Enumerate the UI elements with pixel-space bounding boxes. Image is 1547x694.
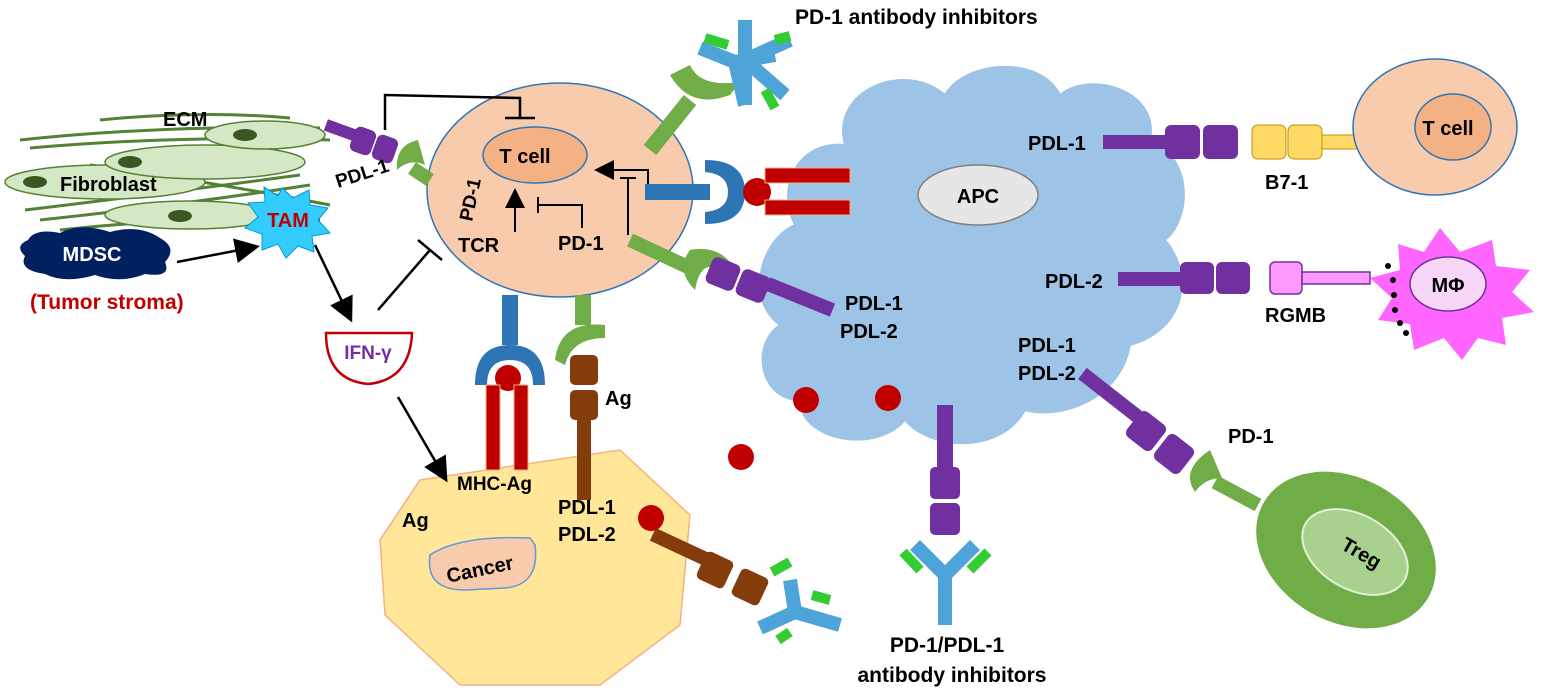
apc-nucleus [917, 164, 1039, 226]
ifn-inhibits-tcell [377, 239, 443, 311]
mdsc-cell: MDSC [20, 227, 171, 280]
tcr-receptor-cancer-side [475, 295, 545, 385]
tam-cell: TAM [244, 186, 331, 259]
cancer-cell: Cancer Ag [379, 449, 691, 686]
pdl2-mid-label: PDL-2 [840, 321, 898, 343]
pdl1-lower-label: PDL-1 [1018, 335, 1076, 357]
antigen-apc [743, 178, 771, 206]
rgmb-receptor: RGMB [1265, 261, 1371, 327]
cancer-pdl-ligand [649, 527, 769, 606]
apc-pdl2-right: PDL-2 [1045, 262, 1250, 294]
antigen-free-2 [728, 444, 754, 470]
mdsc-blob [20, 227, 171, 280]
pdl1-antibody-cancer [757, 557, 842, 645]
ifn-label: IFN-γ [344, 343, 392, 364]
tcell-center-label: T cell [499, 146, 550, 168]
rgmb-label: RGMB [1265, 305, 1326, 327]
pd1-inhibits-tcr [537, 197, 583, 228]
b71-receptor: B7-1 [1251, 124, 1363, 194]
right-tcell-nucleus [1414, 93, 1492, 161]
ifn-shape [324, 331, 414, 386]
pd1-treg-receptor [1190, 450, 1262, 512]
tam-label: TAM [267, 210, 309, 232]
pd1-receptor-left [396, 140, 434, 186]
mhc-apc [743, 167, 851, 216]
pd1-treg-label: PD-1 [1228, 426, 1274, 448]
macrophage: MΦ [1370, 228, 1534, 360]
fibroblast-nucleus-4 [168, 210, 192, 222]
tumor-stroma-label: (Tumor stroma) [30, 291, 184, 314]
tcell-nucleus [482, 126, 588, 184]
central-tcell: T cell TCR PD-1 PD-1 [426, 82, 694, 298]
apc-pdl1-right: PDL-1 [1028, 125, 1238, 159]
pdl1-mid-label: PDL-1 [845, 293, 903, 315]
cancer-octagon [379, 449, 691, 686]
macrophage-nucleus [1409, 256, 1487, 312]
fibroblast-nucleus-1 [23, 176, 47, 188]
fibroblast-nucleus-3 [233, 129, 257, 141]
apc-cloud [759, 65, 1185, 445]
pd1-antibody-inhibitors-label: PD-1 antibody inhibitors [795, 6, 1038, 29]
antigen-free-3 [793, 387, 819, 413]
pd1-mid-inhibits [620, 177, 636, 235]
mdsc-to-tam-arrow [176, 238, 260, 264]
ifn-to-cancer-arrow [396, 396, 448, 483]
ecm-label: ECM [163, 109, 207, 131]
right-tcell: T cell [1352, 58, 1518, 196]
tcr-receptor-apc-side [645, 160, 745, 224]
pdl2-lower-label: PDL-2 [1018, 363, 1076, 385]
pdl1-cancer-label: PDL-1 [558, 497, 616, 519]
tam-star [244, 186, 331, 259]
pd1-antibody-top [697, 20, 793, 111]
apc-cell: APC [759, 65, 1185, 445]
pd1-pdl1-inhibitors-label-l1: PD-1/PDL-1 [890, 634, 1005, 657]
pdl1-stroma-label: PDL-1 [333, 156, 392, 193]
pdl1-apc-label: PDL-1 [1028, 133, 1086, 155]
pdl1-stroma-ligand [323, 119, 399, 164]
ag-pdl-cancer [570, 355, 598, 500]
apc-label: APC [957, 186, 999, 208]
pd1-pdl1-inhibitors-label-l2: antibody inhibitors [858, 664, 1047, 687]
ag-cancer-label: Ag [402, 510, 429, 532]
cancer-nucleus [428, 536, 537, 591]
fibroblast-nucleus-2 [118, 156, 142, 168]
tcell-right-label: T cell [1422, 118, 1473, 140]
mhc-cancer [485, 365, 529, 471]
b71-label: B7-1 [1265, 172, 1308, 194]
tam-to-ifn-arrow [313, 244, 353, 323]
mhc-ag-label: MHC-Ag [457, 474, 532, 495]
tcr-label: TCR [458, 235, 500, 257]
ag-receptor-label: Ag [605, 388, 632, 410]
fibroblast-3 [204, 120, 326, 150]
treg-nucleus [1301, 508, 1409, 596]
treg-cell: Treg [1256, 471, 1436, 629]
ifn-gamma: IFN-γ [324, 331, 414, 386]
apc-pdl1-bottom [930, 405, 960, 535]
mdsc-label: MDSC [63, 244, 122, 266]
pd1-pdl1-antibody-bottom [899, 540, 992, 625]
antigen-free-4 [875, 385, 901, 411]
pd1-receptor-top [643, 65, 740, 155]
antigen-free-1 [638, 505, 664, 531]
macrophage-label: MΦ [1431, 275, 1464, 297]
pd1-center-label: PD-1 [558, 233, 604, 255]
pdl2-apc-label: PDL-2 [1045, 271, 1103, 293]
pdl1-pdl2-apc-mid [705, 257, 836, 317]
macrophage-dots [1385, 263, 1409, 336]
fibroblast-label: Fibroblast [60, 174, 157, 196]
fibroblast-2 [104, 144, 306, 180]
apc-pdl-treg [1078, 367, 1195, 475]
pd1-receptor-cancer-side [555, 295, 605, 365]
top-inhibition-bracket [383, 93, 535, 130]
pdl2-cancer-label: PDL-2 [558, 524, 616, 546]
